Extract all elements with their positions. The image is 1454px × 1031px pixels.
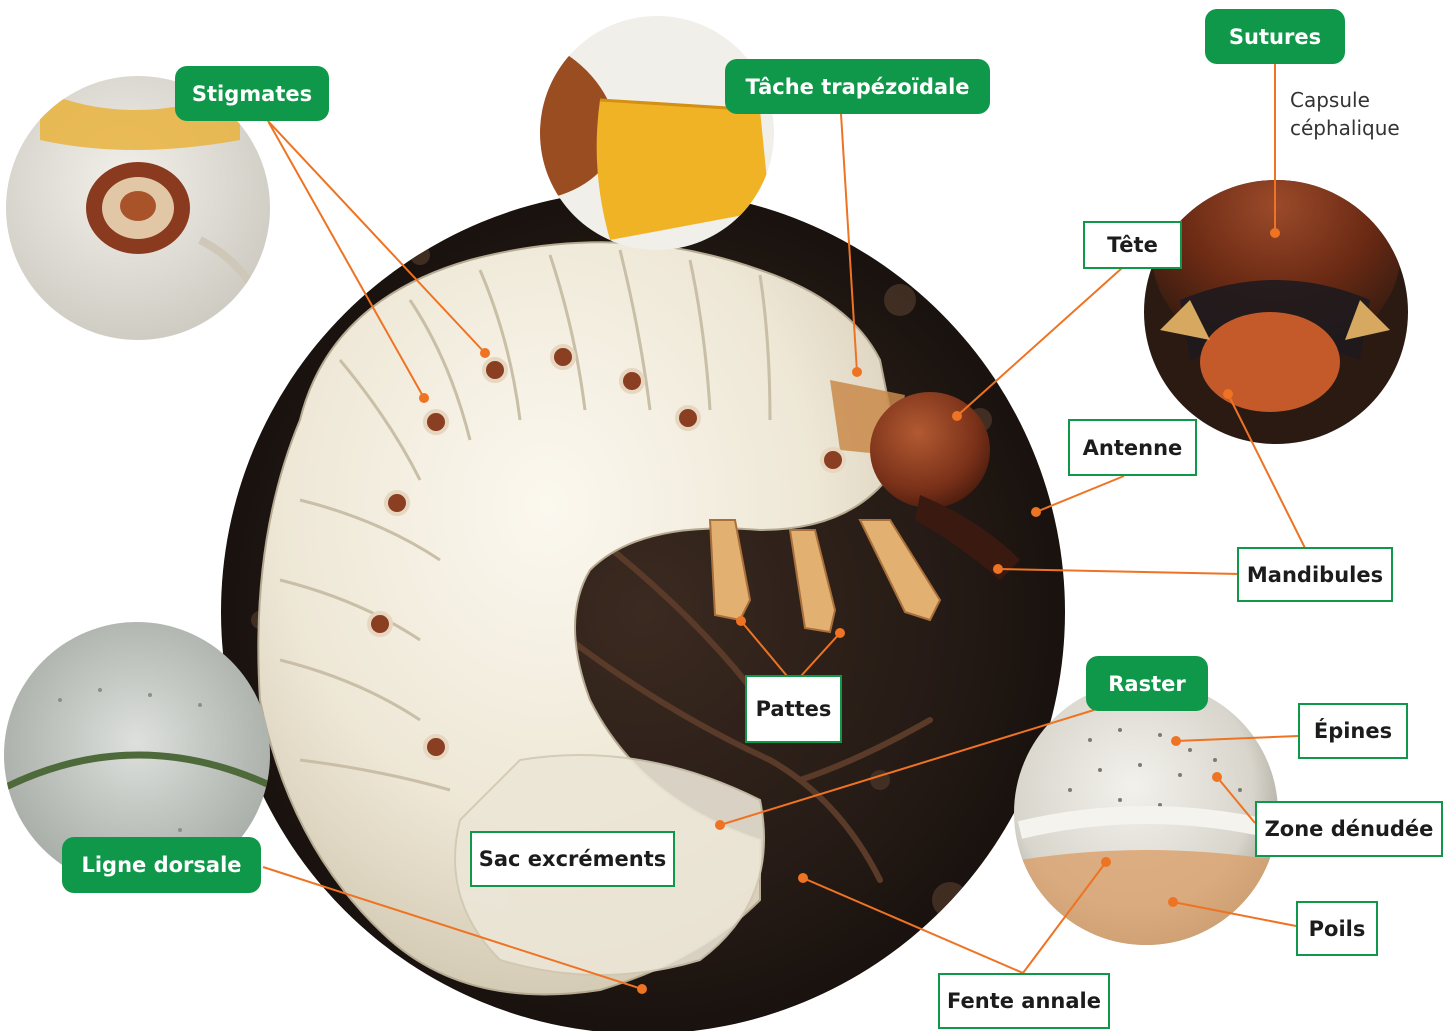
label-poils: Poils: [1296, 901, 1378, 956]
label-sutures: Sutures: [1205, 9, 1345, 64]
label-tete: Tête: [1083, 221, 1182, 269]
label-fente-annale: Fente annale: [938, 973, 1110, 1029]
label-sac-excrements: Sac excréments: [470, 831, 675, 887]
label-epines: Épines: [1298, 703, 1408, 759]
label-ligne-dorsale: Ligne dorsale: [62, 837, 261, 893]
caption-line-1: Capsule: [1290, 86, 1400, 114]
caption-line-2: céphalique: [1290, 114, 1400, 142]
label-stigmates: Stigmates: [175, 66, 329, 121]
label-zone-denudee: Zone dénudée: [1255, 801, 1443, 857]
label-mandibules: Mandibules: [1237, 547, 1393, 602]
tache-detail-photo: [540, 16, 774, 250]
capsule-cephalique-caption: Capsule céphalique: [1290, 86, 1400, 142]
label-tache-trapezoidale: Tâche trapézoïdale: [725, 59, 990, 114]
label-pattes: Pattes: [745, 675, 842, 743]
label-raster: Raster: [1086, 656, 1208, 711]
raster-detail-photo: [1014, 681, 1278, 950]
main-photo: [221, 190, 1065, 1031]
label-antenne: Antenne: [1068, 419, 1197, 476]
